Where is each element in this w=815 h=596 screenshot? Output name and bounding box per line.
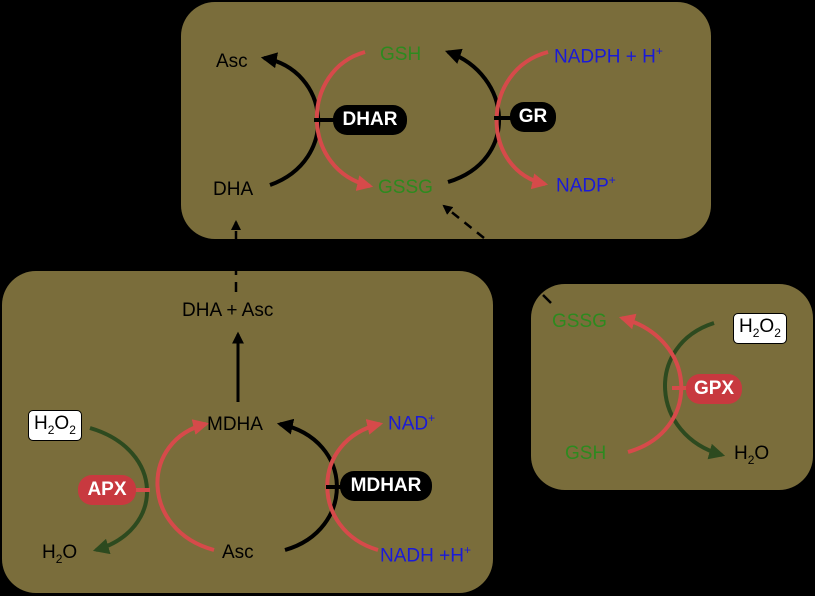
top-dha-label: DHA <box>213 179 254 200</box>
right-h2o2-sub-2b: 2 <box>774 325 781 340</box>
apx-enzyme-badge: APX <box>78 475 136 505</box>
gr-black-arrow <box>444 48 501 184</box>
right-h2o-sub-2: 2 <box>747 452 755 467</box>
nad-text: NAD <box>388 413 429 435</box>
h2o2-h: H <box>34 413 48 434</box>
h2o2-o: O <box>54 413 70 434</box>
mdhar-enzyme-badge: MDHAR <box>340 471 432 501</box>
nad-label: NAD+ <box>388 412 435 433</box>
mdha-label: MDHA <box>207 414 263 435</box>
bottom-asc-label: Asc <box>222 542 254 563</box>
top-nadph-label: NADPH + H+ <box>554 45 663 66</box>
bottom-left-panel <box>2 271 493 593</box>
gpx-h2o2-box: H2O2 <box>733 313 787 344</box>
h2o-o: O <box>62 542 78 563</box>
top-nadph-text: NADPH + H <box>554 46 656 68</box>
apx-red-arrow <box>155 419 215 552</box>
top-nadph-sup: + <box>655 44 663 58</box>
top-nadp-sup: + <box>608 173 616 187</box>
right-gsh-label: GSH <box>565 443 607 464</box>
apx-h2o-label: H2O <box>42 543 77 565</box>
right-h2o2-sub-2a: 2 <box>752 325 760 340</box>
gr-enzyme-badge: GR <box>510 102 556 132</box>
nadh-label: NADH +H+ <box>380 544 471 565</box>
top-asc-label: Asc <box>216 51 248 72</box>
apx-h2o2-box: H2O2 <box>28 410 82 441</box>
h2o2-sub-2a: 2 <box>47 422 55 437</box>
dhar-enzyme-badge: DHAR <box>333 105 407 135</box>
right-h2o-h: H <box>734 443 748 464</box>
nad-sup: + <box>428 411 436 425</box>
right-h2o2-o: O <box>759 316 775 337</box>
top-gsh-label: GSH <box>380 44 422 65</box>
gpx-enzyme-badge: GPX <box>686 374 742 404</box>
dha-asc-label: DHA + Asc <box>182 300 274 321</box>
dhar-black-arrow <box>260 52 320 187</box>
right-h2o2-h: H <box>739 316 753 337</box>
nadh-sup: + <box>463 543 471 557</box>
gpx-red-arrow <box>618 313 684 454</box>
top-panel <box>181 2 711 239</box>
h2o-h: H <box>42 542 56 563</box>
top-nadp-text: NADP <box>556 175 609 197</box>
right-h2o-label: H2O <box>734 444 769 466</box>
nadh-text: NADH +H <box>380 545 464 567</box>
top-gssg-label: GSSG <box>378 177 433 198</box>
h2o-sub-2: 2 <box>55 551 63 566</box>
dashed-segment-right <box>542 294 552 304</box>
gpx-dgreen-arrow <box>663 321 726 460</box>
right-h2o-o: O <box>754 443 770 464</box>
dashed-arrow-gssg <box>442 204 485 239</box>
h2o2-sub-2b: 2 <box>69 422 76 437</box>
right-gssg-label: GSSG <box>552 311 607 332</box>
top-nadp-label: NADP+ <box>556 174 616 195</box>
